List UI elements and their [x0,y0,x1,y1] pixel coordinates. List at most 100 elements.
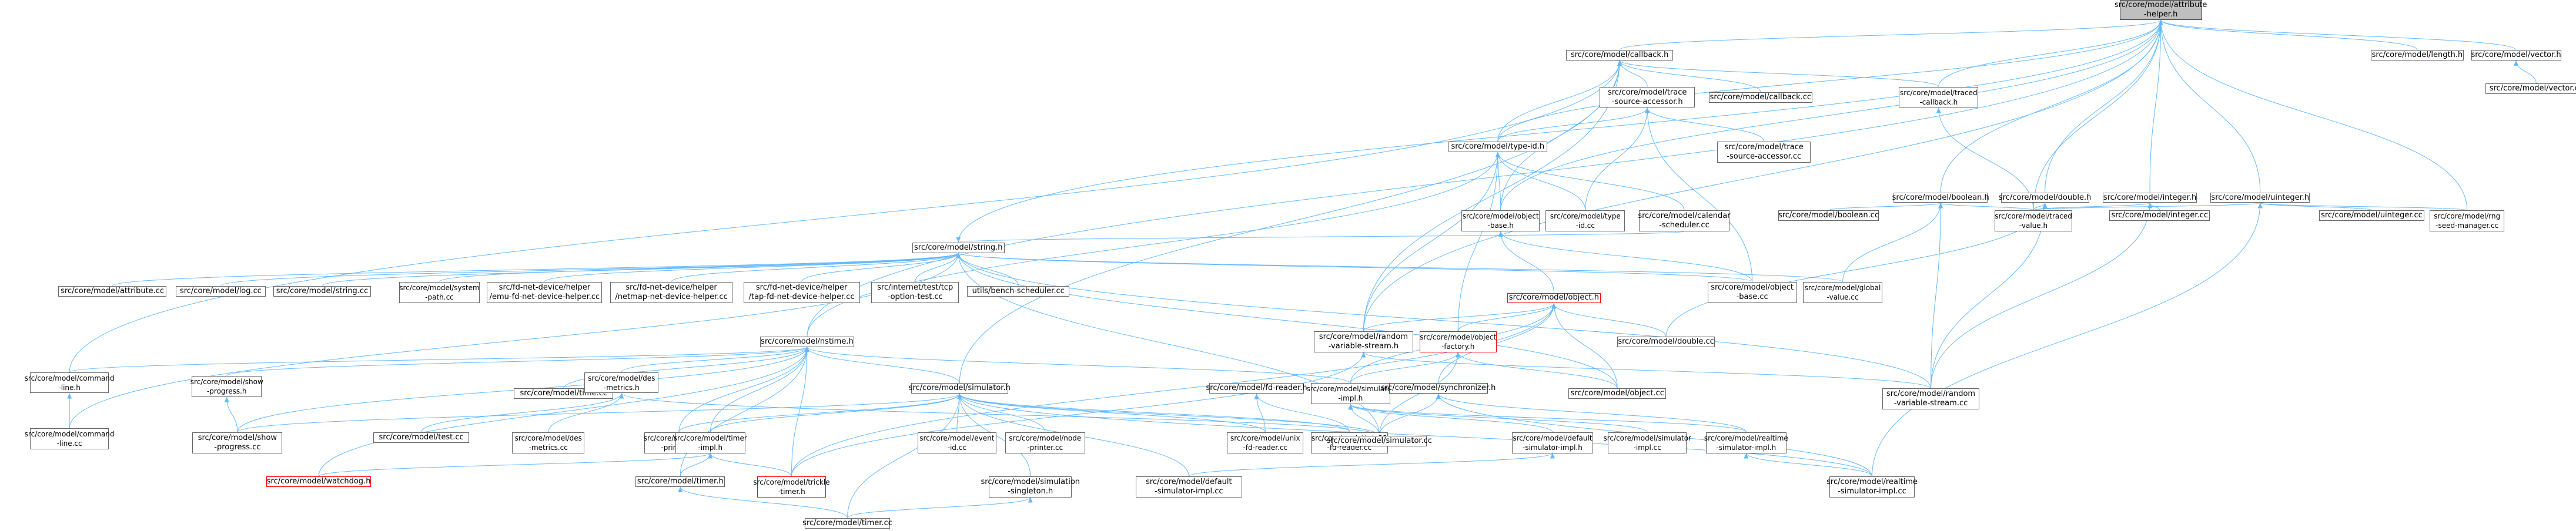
node-event-id-cc[interactable]: src/core/model/event -id.cc [917,432,996,453]
edge-type_id_cc-to-type_id_h [1495,152,1586,211]
edge-simulator_cc-to-synchronizer_h [1379,394,1441,436]
node-def-sim-impl-cc[interactable]: src/core/model/default -simulator-impl.c… [1136,476,1242,498]
node-sim-singleton-h[interactable]: src/core/model/simulation -singleton.h [981,476,1080,498]
edge-type_id_h-to-callback_h [1497,60,1622,142]
node-rand-stream-h[interactable]: src/core/model/random -variable-stream.h [1314,331,1413,352]
node-attribute-cc[interactable]: src/core/model/attribute.cc [58,285,167,297]
edge-win32_fd_cc-to-fd_reader_h [1254,394,1350,432]
node-obj-base-cc[interactable]: src/core/model/object -base.cc [1707,281,1797,303]
edge-type_id_h-to-trace_src_h [1497,107,1650,142]
node-uinteger-cc[interactable]: src/core/model/uinteger.cc [2319,210,2425,221]
edge-timer_cc-to-simulator_h [847,394,962,518]
node-trace-src-h[interactable]: src/core/model/trace -source-accessor.h [1600,86,1695,108]
node-test-cc[interactable]: src/core/model/test.cc [373,432,469,443]
node-rt-sim-impl-cc[interactable]: src/core/model/realtime -simulator-impl.… [1826,476,1918,498]
node-bench-cc[interactable]: utils/bench-scheduler.cc [966,285,1070,297]
node-netmap-helper-cc[interactable]: src/fd-net-device/helper /netmap-net-dev… [610,281,732,303]
edge-test_cc-to-des_metrics_h [421,393,624,432]
edge-node_printer_cc-to-simulator_h [957,394,1046,432]
edge-global_val_cc-to-boolean_h [1842,203,1943,282]
node-simulator-cc[interactable]: src/core/model/simulator.cc [1326,435,1433,446]
node-watchdog-h[interactable]: src/core/model/watchdog.h [266,476,372,487]
node-traced-cb-h[interactable]: src/core/model/traced -callback.h [1899,86,1979,108]
node-integer-cc[interactable]: src/core/model/integer.cc [2109,210,2210,221]
edge-rt_sim_impl_cc-to-simulator_h [957,394,1873,476]
edge-def_sim_impl_cc-to-def_sim_impl_h [1188,453,1555,477]
node-des-metrics-cc[interactable]: src/core/model/des -metrics.cc [512,432,585,453]
edge-obj_factory_h-to-object_h [1457,303,1557,332]
node-system-path-cc[interactable]: src/core/model/system -path.cc [399,281,480,303]
node-type-id-cc[interactable]: src/core/model/type -id.cc [1545,210,1625,231]
node-traced-val-h[interactable]: src/core/model/traced -value.h [1994,210,2073,231]
node-callback-cc[interactable]: src/core/model/callback.cc [1708,92,1813,103]
node-timer-cc[interactable]: src/core/model/timer.cc [802,517,892,529]
node-trace-src-cc[interactable]: src/core/model/trace -source-accessor.cc [1717,141,1811,163]
edge-object_cc-to-obj_factory_h [1456,352,1618,389]
edge-obj_base_cc-to-string_h [956,253,1753,283]
node-rng-seed-cc[interactable]: src/core/model/rng -seed-manager.cc [2430,210,2505,231]
edge-obj_base_cc-to-trace_src_h [1645,107,1753,282]
node-cmdline-h[interactable]: src/core/model/command -line.h [25,372,115,394]
node-unix-fd-cc[interactable]: src/core/model/unix -fd-reader.cc [1227,432,1304,453]
node-sim-impl-h[interactable]: src/core/model/simulator -impl.h [1307,383,1394,405]
edge-show_prog_cc-to-show_prog_h [224,396,238,432]
edge-traced_cb_h-to-callback_h [1617,60,1939,88]
node-obj-factory-h[interactable]: src/core/model/object -factory.h [1419,331,1497,352]
node-timer-impl-h[interactable]: src/core/model/timer -impl.h [674,432,747,453]
edge-boolean_cc-to-boolean_h [1828,203,1943,211]
node-tcp-opt-cc[interactable]: src/internet/test/tcp -option-test.cc [871,281,959,303]
node-rand-stream-cc[interactable]: src/core/model/random -variable-stream.c… [1882,388,1980,410]
node-double-h[interactable]: src/core/model/double.h [1998,192,2092,203]
node-boolean-cc[interactable]: src/core/model/boolean.cc [1778,210,1879,221]
node-vector-h[interactable]: src/core/model/vector.h [2471,50,2561,61]
edge-cmdline_h-to-callback_h [69,60,1622,372]
edge-time_printer_cc-to-simulator_h [678,394,962,432]
edge-netmap_helper_cc-to-string_h [671,253,961,283]
node-callback-h[interactable]: src/core/model/callback.h [1566,50,1673,61]
node-trickle-timer-h[interactable]: src/core/model/trickle -timer.h [753,476,830,498]
node-rt-sim-impl-h[interactable]: src/core/model/realtime -simulator-impl.… [1704,432,1788,453]
node-boolean-h[interactable]: src/core/model/boolean.h [1892,192,1989,203]
node-cal-sched-cc[interactable]: src/core/model/calendar -scheduler.cc [1638,210,1731,231]
node-length-h[interactable]: src/core/model/length.h [2371,50,2464,61]
node-timer-h[interactable]: src/core/model/timer.h [635,476,725,487]
edge-time_printer_cc-to-nstime_h [678,347,809,432]
node-log-cc[interactable]: src/core/model/log.cc [175,285,266,297]
node-vector-cc[interactable]: src/core/model/vector.cc [2485,83,2576,95]
edge-rt_sim_impl_cc-to-uinteger_h [1872,203,2263,476]
node-object-cc[interactable]: src/core/model/object.cc [1568,388,1667,399]
node-obj-base-h[interactable]: src/core/model/object -base.h [1461,210,1540,231]
node-string-cc[interactable]: src/core/model/string.cc [273,285,372,297]
node-def-sim-impl-h[interactable]: src/core/model/default -simulator-impl.h [1512,432,1593,453]
node-root[interactable]: src/core/model/attribute -helper.h [2114,0,2207,20]
edge-vector_cc-to-vector_h [2514,60,2537,84]
node-nstime-h[interactable]: src/core/model/nstime.h [760,336,854,347]
node-string-h[interactable]: src/core/model/string.h [912,242,1005,253]
node-cmdline-cc[interactable]: src/core/model/command -line.cc [25,428,115,450]
edge-des_metrics_h-to-nstime_h [621,347,809,373]
edge-trickle_timer_h-to-timer_impl_h [708,453,792,477]
node-global-val-cc[interactable]: src/core/model/global -value.cc [1803,281,1882,303]
node-sim-impl-cc[interactable]: src/core/model/simulator -impl.cc [1603,432,1691,453]
edge-rt_sim_impl_h-to-synchronizer_h [1436,394,1747,432]
edge-simulator_h-to-nstime_h [805,347,960,384]
node-fd-reader-h[interactable]: src/core/model/fd-reader.h [1206,383,1307,394]
node-synchronizer-h[interactable]: src/core/model/synchronizer.h [1381,383,1496,394]
node-des-metrics-h[interactable]: src/core/model/des -metrics.h [584,372,659,394]
node-node-printer-cc[interactable]: src/core/model/node -printer.cc [1005,432,1085,453]
node-double-cc[interactable]: src/core/model/double.cc [1617,336,1715,347]
node-show-prog-h[interactable]: src/core/model/show -progress.h [190,375,263,397]
node-tap-helper-cc[interactable]: src/fd-net-device/helper /tap-fd-net-dev… [743,281,860,303]
node-uinteger-h[interactable]: src/core/model/uinteger.h [2210,192,2310,203]
node-simulator-h[interactable]: src/core/model/simulator.h [908,383,1011,394]
node-emu-helper-cc[interactable]: src/fd-net-device/helper /emu-fd-net-dev… [487,281,603,303]
node-integer-h[interactable]: src/core/model/integer.h [2103,192,2197,203]
edge-win32_fd_cc-to-simulator_h [957,394,1350,432]
edge-global_val_cc-to-string_h [956,253,1844,283]
node-type-id-h[interactable]: src/core/model/type-id.h [1448,141,1548,152]
edge-uinteger_cc-to-uinteger_h [2258,203,2372,211]
node-object-h[interactable]: src/core/model/object.h [1507,293,1601,304]
edge-obj_base_cc-to-obj_base_h [1498,231,1753,282]
node-show-prog-cc[interactable]: src/core/model/show -progress.cc [192,432,283,453]
edge-simulator_cc-to-obj_factory_h [1379,352,1461,436]
